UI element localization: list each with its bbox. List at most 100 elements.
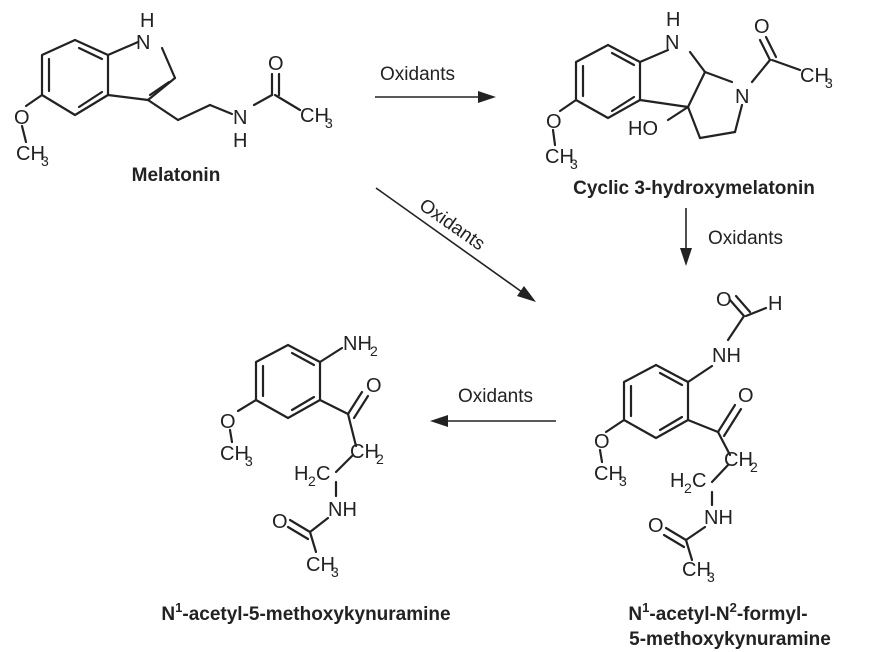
melatonin-bond bbox=[273, 93, 302, 112]
atom-label: O bbox=[648, 515, 664, 537]
melatonin-bond bbox=[146, 98, 180, 122]
atom-label: O bbox=[272, 511, 288, 533]
atom-label: CH bbox=[545, 146, 574, 168]
atom-label: CH bbox=[594, 463, 623, 485]
atom-label: CH bbox=[16, 143, 45, 165]
atom-label: O bbox=[14, 107, 30, 129]
afmk-name-line2: 5-methoxykynuramine bbox=[629, 629, 831, 650]
afmk-bond bbox=[684, 525, 707, 542]
afmk-bond bbox=[604, 418, 626, 434]
amk-carbonyl bbox=[288, 518, 312, 534]
arrow-head bbox=[430, 415, 448, 427]
atom-subscript: 2 bbox=[370, 343, 378, 359]
atom-label: O bbox=[220, 411, 236, 433]
cyclic-bond bbox=[558, 98, 578, 113]
cyclic-bond bbox=[703, 70, 734, 84]
atom-subscript: 3 bbox=[825, 75, 833, 91]
atom-label: N bbox=[735, 86, 749, 108]
atom-label: HO bbox=[628, 118, 658, 140]
atom-subscript: 3 bbox=[570, 156, 578, 172]
cyclic-carbonyl bbox=[758, 38, 772, 62]
cyclic-bond bbox=[688, 50, 707, 74]
cyclic-bond bbox=[666, 105, 690, 122]
afmk-bond bbox=[684, 538, 694, 562]
cyclic-bond bbox=[770, 58, 802, 72]
amk-bond bbox=[318, 346, 344, 364]
arrow-diagonal: Oxidants bbox=[375, 187, 536, 302]
condition-label: Oxidants bbox=[380, 64, 455, 85]
atom-label: C bbox=[316, 463, 330, 485]
afmk-carbonyl bbox=[728, 298, 746, 318]
afmk-name-sup: 2 bbox=[730, 600, 737, 615]
condition-label: Oxidants bbox=[415, 195, 488, 255]
arrow-head bbox=[517, 286, 536, 302]
cyclic-bond bbox=[638, 48, 670, 64]
atom-label: H bbox=[666, 9, 680, 31]
atom-subscript: 2 bbox=[684, 480, 692, 496]
amk-carbonyl bbox=[346, 390, 364, 416]
atom-subscript: 2 bbox=[376, 451, 384, 467]
melatonin-double-bond bbox=[148, 80, 171, 97]
cyclic-bond bbox=[551, 128, 557, 147]
atom-label: C bbox=[692, 470, 706, 492]
atom-label: NH bbox=[704, 507, 733, 529]
cyclic-carbonyl bbox=[764, 35, 778, 59]
atom-label: O bbox=[268, 53, 284, 75]
cyclic-structure: H N N O CH 3 HO O CH 3 Cyclic 3-hydroxym… bbox=[545, 9, 833, 199]
atom-label: N bbox=[233, 107, 247, 129]
cyclic-name: Cyclic 3-hydroxymelatonin bbox=[573, 178, 815, 199]
melatonin-bond bbox=[160, 46, 177, 80]
amk-bond bbox=[228, 428, 234, 444]
arrow-right: Oxidants bbox=[680, 208, 783, 266]
afmk-name-line1: N1-acetyl-N2-formyl- bbox=[628, 600, 807, 625]
arrow-line bbox=[375, 187, 523, 293]
melatonin-name: Melatonin bbox=[132, 165, 221, 186]
afmk-name-part: -acetyl-N bbox=[649, 604, 729, 625]
cyclic-bond bbox=[750, 58, 772, 84]
atom-subscript: 2 bbox=[750, 459, 758, 475]
amk-bond bbox=[334, 454, 354, 474]
atom-label: CH bbox=[300, 105, 329, 127]
afmk-structure: O H NH O CH 2 H 2 C NH O CH 3 O CH 3 N1-… bbox=[594, 289, 831, 650]
atom-subscript: 2 bbox=[308, 473, 316, 489]
atom-label: H bbox=[670, 470, 684, 492]
afmk-carbonyl bbox=[664, 526, 688, 542]
amk-double-bond bbox=[290, 351, 316, 367]
atom-label: CH bbox=[682, 559, 711, 581]
atom-label: O bbox=[546, 111, 562, 133]
amk-bond bbox=[236, 398, 258, 413]
cyclic-double-bond bbox=[610, 95, 636, 113]
atom-label: CH bbox=[800, 65, 829, 87]
melatonin-bond bbox=[106, 93, 150, 102]
cyclic-bond bbox=[733, 103, 744, 134]
condition-label: Oxidants bbox=[458, 386, 533, 407]
afmk-benzene-ring bbox=[622, 363, 690, 440]
melatonin-bond bbox=[176, 103, 212, 122]
arrow-head bbox=[478, 91, 496, 103]
arrow-bottom: Oxidants bbox=[430, 386, 556, 427]
melatonin-bond bbox=[106, 40, 140, 57]
afmk-name-part: N bbox=[628, 604, 642, 625]
atom-label: O bbox=[754, 16, 770, 38]
atom-label: N bbox=[136, 32, 150, 54]
amk-structure: NH 2 O CH 2 H 2 C NH O CH 3 O CH 3 N1-ac… bbox=[161, 333, 450, 625]
afmk-carbonyl bbox=[722, 407, 743, 438]
melatonin-structure: H N O CH 3 N H O CH 3 Melatonin bbox=[14, 10, 333, 186]
afmk-name-part: -formyl- bbox=[737, 604, 808, 625]
amk-bond bbox=[346, 412, 358, 448]
atom-label: CH bbox=[306, 554, 335, 576]
amk-bond bbox=[308, 516, 330, 534]
afmk-carbonyl bbox=[662, 533, 686, 549]
amk-carbonyl bbox=[286, 525, 310, 541]
atom-label: NH bbox=[343, 333, 372, 355]
atom-subscript: 3 bbox=[331, 564, 339, 580]
atom-label: O bbox=[716, 289, 732, 311]
afmk-bond bbox=[710, 463, 730, 484]
melatonin-double-bond bbox=[77, 90, 104, 109]
atom-label: CH bbox=[724, 449, 753, 471]
afmk-bond bbox=[686, 418, 720, 434]
atom-subscript: 3 bbox=[41, 153, 49, 169]
amk-name-part: -acetyl-5-methoxykynuramine bbox=[182, 604, 450, 625]
